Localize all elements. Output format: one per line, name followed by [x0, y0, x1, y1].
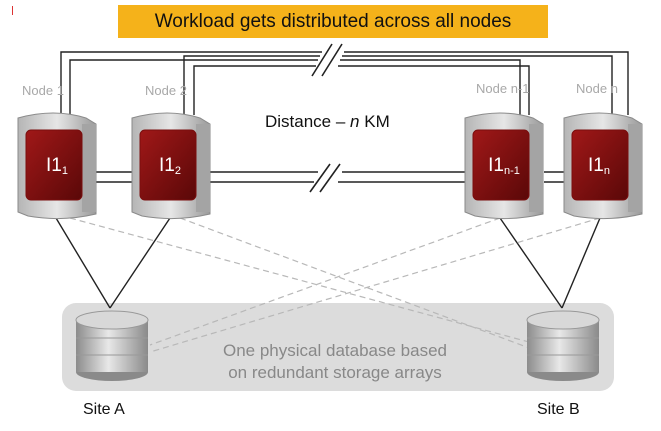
- instance-subscript: n-1: [503, 165, 520, 177]
- node-label-n: Node n: [576, 81, 618, 96]
- distance-suffix: KM: [359, 112, 390, 131]
- storage-line-1: One physical database based: [223, 341, 447, 360]
- storage-area: [62, 303, 614, 391]
- instance-label-2: I12: [135, 155, 205, 177]
- remote-storage-links: [69, 217, 601, 353]
- instance-name: I1: [159, 155, 175, 176]
- server-n-1-icon: [464, 112, 544, 220]
- instance-name: I1: [488, 155, 504, 176]
- local-storage-links: [55, 217, 601, 309]
- server-n-icon: [563, 112, 643, 220]
- node-label-1: Node 1: [22, 83, 64, 98]
- node-label-n-1: Node n-1: [476, 81, 530, 96]
- storage-description: One physical database based on redundant…: [190, 340, 480, 384]
- server-1-icon: [17, 112, 97, 220]
- instance-name: I1: [46, 155, 62, 176]
- instance-subscript: 1: [61, 165, 68, 177]
- distance-prefix: Distance –: [265, 112, 351, 131]
- instance-subscript: n: [603, 165, 610, 177]
- workload-banner: Workload gets distributed across all nod…: [118, 5, 548, 38]
- database-site-a-icon: [75, 310, 149, 381]
- red-tick-mark: [12, 6, 13, 15]
- site-b-label: Site B: [537, 401, 580, 418]
- banner-text: Workload gets distributed across all nod…: [154, 10, 512, 32]
- site-a-label: Site A: [83, 401, 125, 418]
- instance-subscript: 2: [174, 165, 181, 177]
- database-site-b-icon: [526, 310, 600, 381]
- instance-label-n: I1n: [564, 155, 634, 177]
- break-marks: [309, 43, 343, 193]
- node-label-2: Node 2: [145, 83, 187, 98]
- instance-name: I1: [588, 155, 604, 176]
- instance-label-n-1: I1n-1: [469, 155, 539, 177]
- interconnect-lines: [60, 51, 629, 183]
- distance-label: Distance – n KM: [265, 112, 390, 132]
- server-2-icon: [131, 112, 211, 220]
- instance-label-1: I11: [22, 155, 92, 177]
- distance-variable: n: [350, 112, 360, 131]
- storage-line-2: on redundant storage arrays: [228, 363, 442, 382]
